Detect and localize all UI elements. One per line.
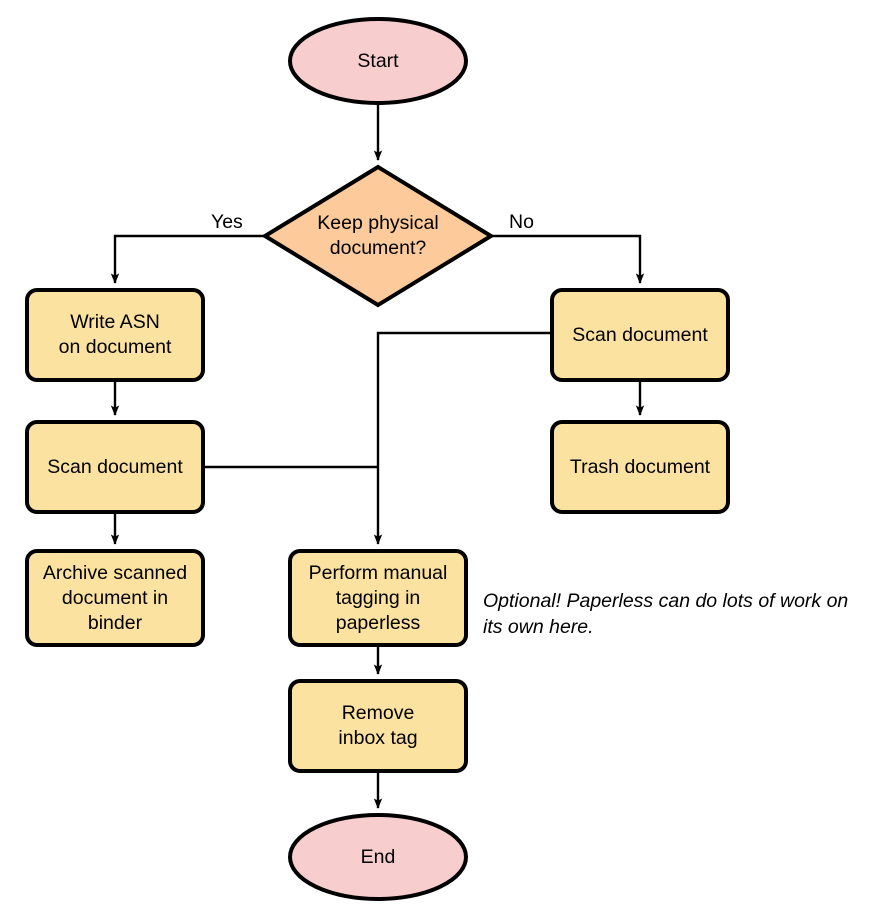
node-perform-manual-tagging[interactable] — [288, 549, 468, 647]
node-write-asn-on-document[interactable] — [25, 288, 205, 382]
node-start[interactable] — [288, 17, 468, 105]
node-trash-document[interactable] — [550, 420, 730, 514]
node-archive-scanned-document[interactable] — [25, 549, 205, 647]
node-end[interactable] — [288, 813, 468, 901]
node-decision-keep-physical-document[interactable] — [261, 164, 495, 308]
node-remove-inbox-tag[interactable] — [288, 679, 468, 773]
annotation-optional-note: Optional! Paperless can do lots of work … — [483, 590, 849, 638]
edge-label-yes: Yes — [211, 211, 243, 233]
edge-scan-right-to-tagging — [373, 331, 552, 545]
node-scan-document-left[interactable] — [25, 420, 205, 514]
edge-label-no: No — [509, 211, 534, 233]
edge-decision-no-to-scan-right — [491, 234, 645, 284]
node-scan-document-right[interactable] — [550, 288, 730, 382]
edge-decision-yes-to-write-asn — [110, 234, 265, 284]
